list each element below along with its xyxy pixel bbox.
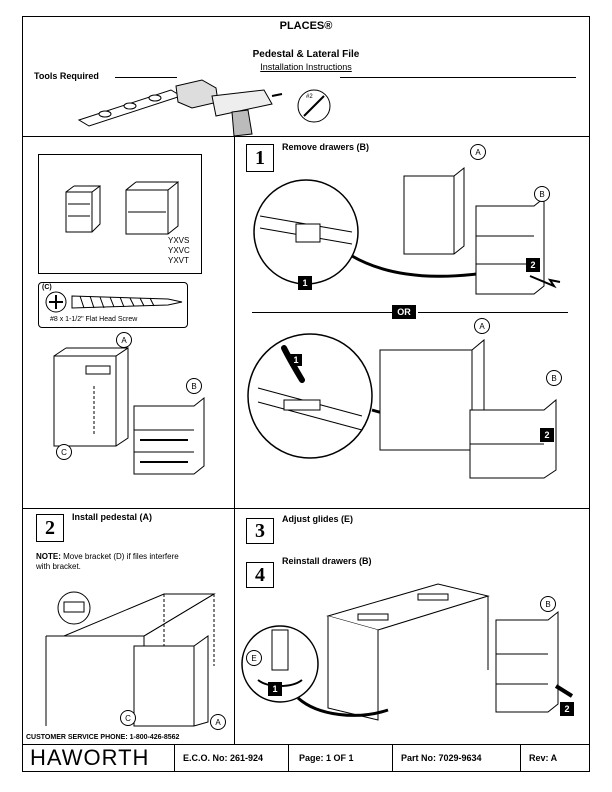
callout-a-left: A [116,332,132,348]
hex-wrench-icon [77,89,183,127]
screw-reference: (C) [42,284,52,291]
step-1-alt-badge-1: 1 [290,354,302,366]
step-1-number: 1 [246,144,274,172]
step-1-alt-illustration [247,333,557,479]
callout-b-left: B [186,378,202,394]
or-rule-left [252,312,392,313]
step-4-badge-2: 2 [560,702,574,716]
screw-box [38,282,188,328]
page-number: Page: 1 OF 1 [299,753,354,763]
bit-size-label: #2 [306,94,313,100]
step-1-alt-badge-2: 2 [540,428,554,442]
haworth-logo: HAWORTH [30,745,150,770]
model-yxvc: YXVC [168,246,190,255]
footer-page: Page: 1 OF 1 [288,744,392,772]
step-2-number: 2 [36,514,64,542]
customer-service-phone: CUSTOMER SERVICE PHONE: 1-800-426-8562 [26,734,180,741]
callout-a-step1-alt: A [474,318,490,334]
cordless-drill-icon [175,79,283,137]
callout-e-step4: E [246,650,262,666]
callout-b-step1: B [534,186,550,202]
document-title: Pedestal & Lateral File [252,49,360,60]
tools-rule-right [340,77,576,78]
tools-required-label: Tools Required [34,71,99,81]
callout-c-step2: C [120,710,136,726]
divider-middle [22,508,590,509]
divider-center-upper [234,136,235,508]
step-4-illustration [241,583,574,721]
page-frame [22,16,590,772]
step-2-title: Install pedestal (A) [72,512,153,522]
step-1-badge-2: 2 [526,258,540,272]
callout-b-step4: B [540,596,556,612]
step-3-title: Adjust glides (E) [282,514,354,524]
parts-box [38,154,202,274]
divider-center-lower [234,508,235,744]
callout-a-step2: A [210,714,226,730]
callout-c-left: C [56,444,72,460]
step-2-illustration [45,591,216,727]
step-1-detail-illustration [253,166,561,295]
tools-rule-left [115,77,177,78]
pedestal-thumbnail-icon [65,185,101,233]
part-number: Part No: 7029-9634 [401,753,482,763]
brand-title: PLACES® [279,20,333,32]
callout-a-step1: A [470,144,486,160]
or-rule-right [418,312,568,313]
step-1-badge-1: 1 [298,276,312,290]
screw-icon [45,291,183,313]
eco-number: E.C.O. No: 261-924 [183,753,264,763]
step-4-badge-1: 1 [268,682,282,696]
footer-part: Part No: 7029-9634 [392,744,520,772]
lateral-file-thumbnail-icon [125,180,179,235]
screw-description: #8 x 1-1/2" Flat Head Screw [50,316,138,323]
divider-top [22,136,590,137]
step-2-note: NOTE: Move bracket (D) if files interfer… [36,552,186,572]
footer-eco: E.C.O. No: 261-924 [174,744,288,772]
step-2-note-label: NOTE: [36,552,61,561]
phillips-bit-icon [297,89,331,123]
divider-footer [22,744,590,745]
or-badge: OR [392,305,416,319]
revision: Rev: A [529,753,558,763]
callout-b-step1-alt: B [546,370,562,386]
step-3-number: 3 [246,518,274,544]
step-1-title: Remove drawers (B) [282,142,370,152]
step-4-number: 4 [246,562,274,588]
model-yxvs: YXVS [168,236,190,245]
step-4-title: Reinstall drawers (B) [282,556,372,566]
pedestal-assembly-illustration [53,347,205,475]
document-subtitle: Installation Instructions [260,62,352,72]
model-yxvt: YXVT [168,256,189,265]
step-2-note-text: Move bracket (D) if files interfere with… [36,552,179,571]
footer-rev: Rev: A [520,744,590,772]
